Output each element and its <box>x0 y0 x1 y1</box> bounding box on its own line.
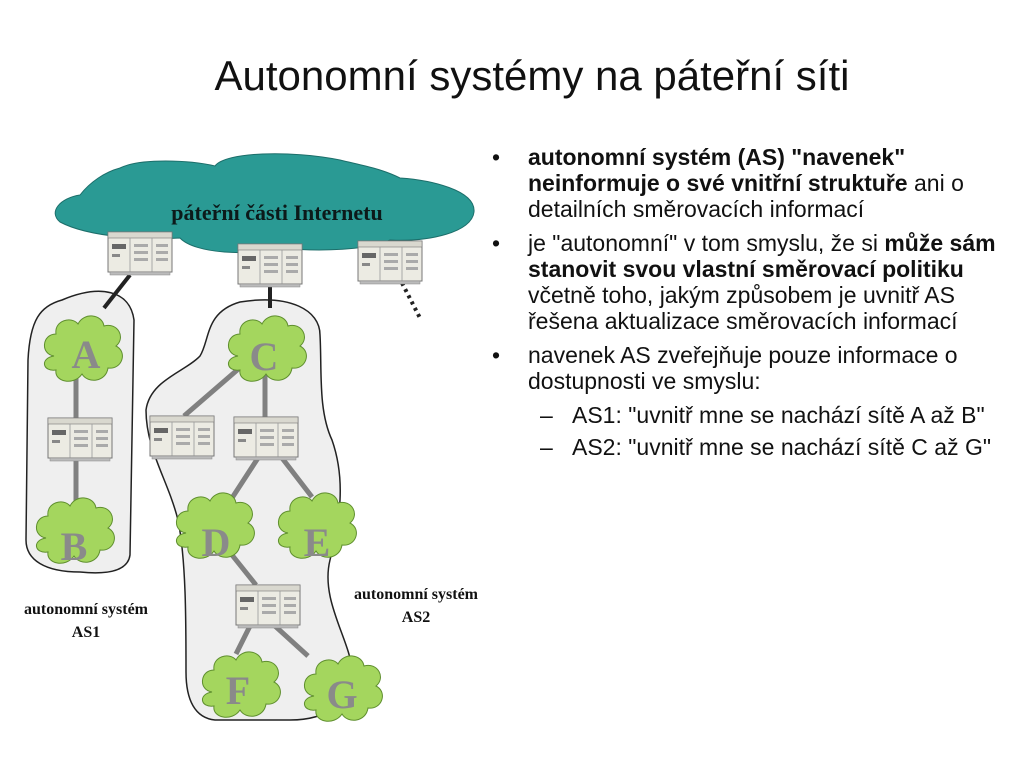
bullet-3: navenek AS zveřejňuje pouze informace o … <box>488 342 1008 394</box>
bullet-2: je "autonomní" v tom smyslu, že si může … <box>488 230 1008 334</box>
as1-label-line2: AS1 <box>72 624 100 641</box>
as2-label-line2: AS2 <box>402 609 430 626</box>
bullet-2-bold: může sám stanovit svou vlastní směrovací… <box>528 230 996 282</box>
bullet-2-rest: včetně toho, jakým způsobem je uvnitř AS… <box>528 282 958 334</box>
as1-router <box>47 417 113 462</box>
network-d-label: D <box>202 520 231 565</box>
as1-label-line1: autonomní systém <box>24 601 149 618</box>
bullet-2-pre: je "autonomní" v tom smyslu, že si <box>528 230 885 256</box>
sub-bullet-2: AS2: "uvnitř mne se nachází sítě C až G" <box>488 434 1008 460</box>
slide-title: Autonomní systémy na páteřní síti <box>214 52 850 99</box>
network-e-label: E <box>304 520 331 565</box>
backbone-router-2 <box>237 243 303 288</box>
as2-router-left <box>149 415 215 460</box>
sub-bullet-1: AS1: "uvnitř mne se nachází sítě A až B" <box>488 402 1008 428</box>
as2-label-line1: autonomní systém <box>354 586 479 603</box>
network-b-label: B <box>61 524 88 569</box>
bullet-1: autonomní systém (AS) "navenek" neinform… <box>488 144 1008 222</box>
as2-router-center <box>233 416 299 461</box>
network-a-label: A <box>72 332 101 377</box>
network-g-label: G <box>326 672 357 717</box>
backbone-router-3 <box>357 240 423 285</box>
bullet-list: autonomní systém (AS) "navenek" neinform… <box>488 144 1008 466</box>
bullet-3-text: navenek AS zveřejňuje pouze informace o … <box>528 342 958 394</box>
network-f-label: F <box>226 668 250 713</box>
backbone-label: páteřní části Internetu <box>171 200 382 225</box>
as2-router-lower <box>235 584 301 629</box>
bullet-1-bold: autonomní systém (AS) "navenek" neinform… <box>528 144 908 196</box>
backbone-cloud <box>54 153 475 254</box>
internal-links <box>73 363 314 658</box>
backbone-router-1 <box>107 231 173 276</box>
bullet-1-rest: ani o detailních směrovacích informací <box>528 170 964 222</box>
more-links-dots <box>400 282 422 319</box>
network-c-label: C <box>250 334 279 379</box>
